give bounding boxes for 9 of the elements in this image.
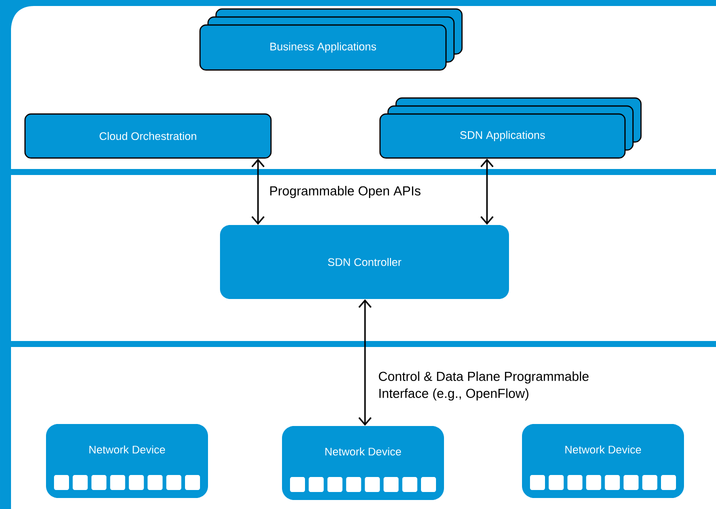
process-box: Cloud Orchestration xyxy=(24,113,272,159)
annotation: Programmable Open APIs xyxy=(270,186,420,198)
annotation: Control & Data Plane Programmable Interface (e.g., OpenFlow) xyxy=(378,371,589,401)
arrow xyxy=(358,299,372,426)
arrow xyxy=(480,158,494,225)
stacked-box: Business Applications xyxy=(199,8,463,71)
arrow xyxy=(251,158,265,225)
stacked-box: SDN Applications xyxy=(379,97,642,159)
controller-box: SDN Controller xyxy=(220,225,509,299)
